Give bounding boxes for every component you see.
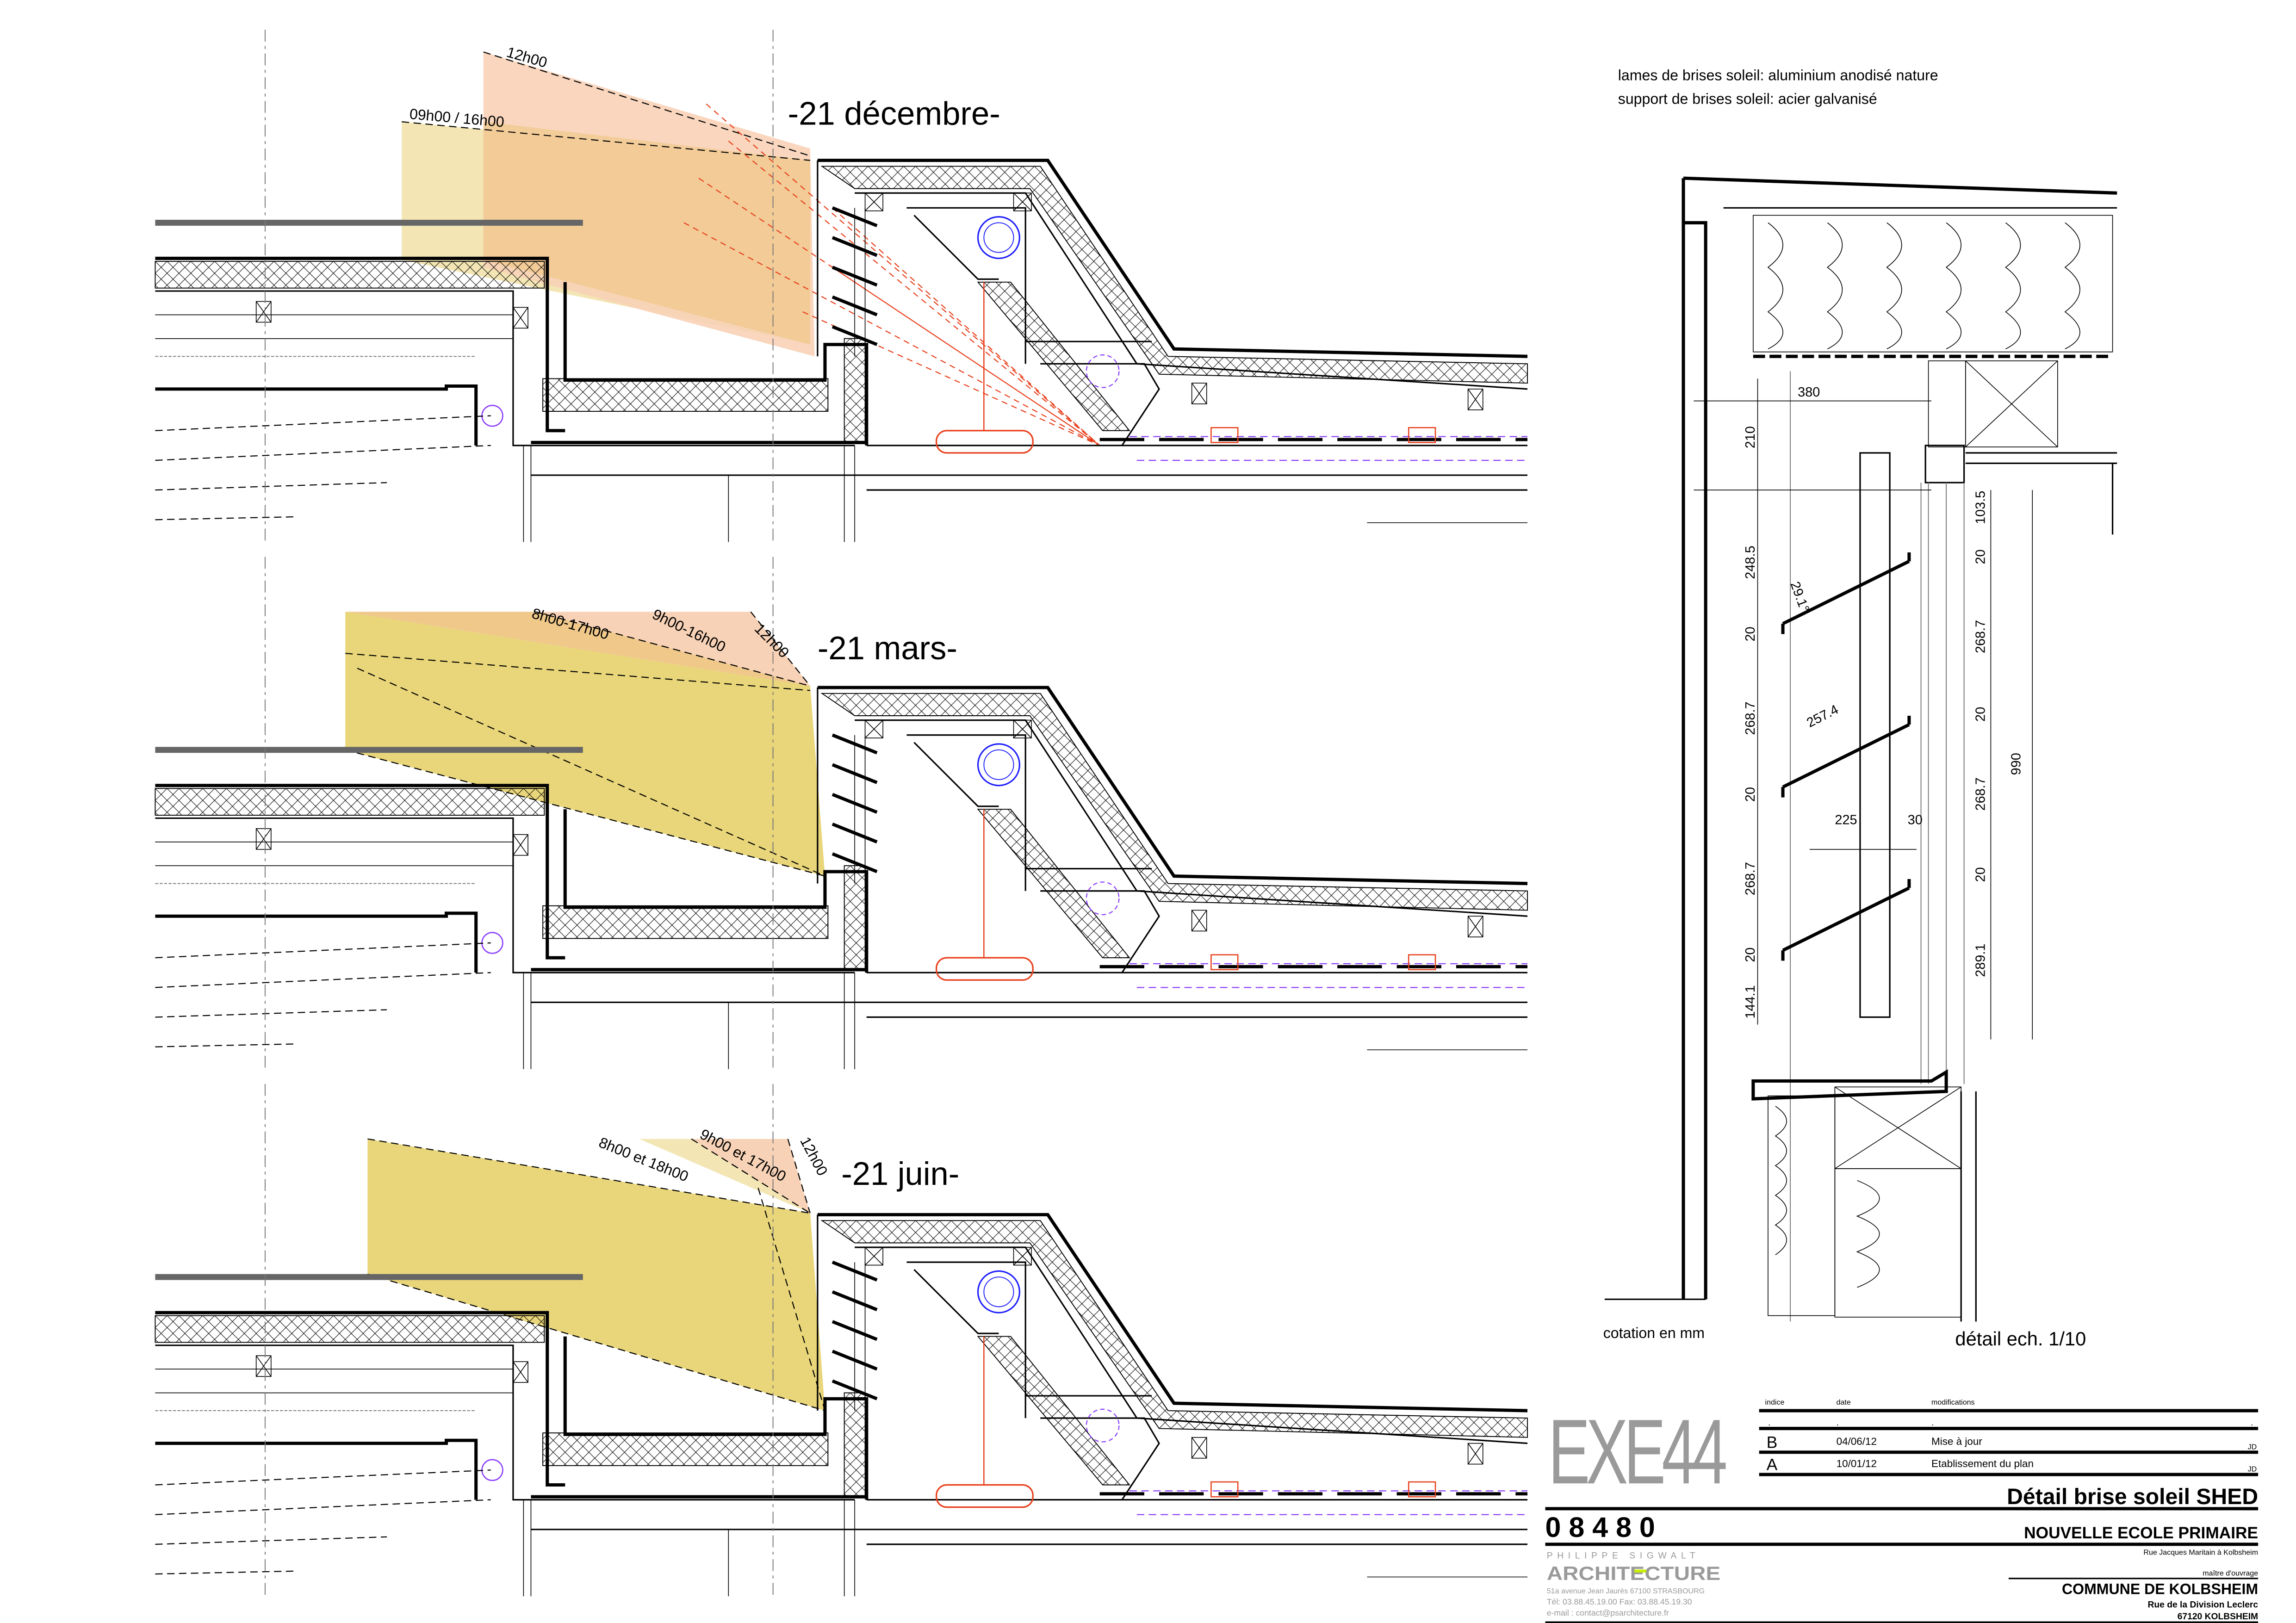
dim-20: 20 [1973,867,1988,882]
section-march: 8h00-17h00 9h00-16h00 12h00 -21 mars- [155,557,1527,1069]
revision-row: . . . . [1768,1418,2253,1428]
dim-210: 210 [1743,426,1758,448]
dim-20: 20 [1973,707,1988,722]
svg-text:51a avenue Jean Jaurès 67100: 51a avenue Jean Jaurès 67100 STRASBOURG [1547,1587,1705,1595]
dim-20: 20 [1973,549,1988,564]
svg-text:04/06/12: 04/06/12 [1837,1436,1877,1447]
section-title: -21 décembre- [788,95,1000,132]
svg-text:JD: JD [2248,1465,2257,1474]
svg-text:PHILIPPE SIGWALT: PHILIPPE SIGWALT [1547,1551,1700,1561]
architect-logo: PHILIPPE SIGWALT ARCHITECTURE 51a avenue… [1547,1551,1721,1617]
dim-268-7: 268.7 [1973,777,1988,811]
dim-268-7: 268.7 [1743,701,1758,735]
project-number: 0 8 4 8 0 [1545,1511,1655,1543]
drawing-title: Détail brise soleil SHED [2007,1484,2258,1509]
scale-note: détail ech. 1/10 [1955,1328,2086,1350]
svg-text:B: B [1767,1433,1778,1451]
dim-380: 380 [1798,385,1820,400]
sun-zone-12h [691,1139,810,1214]
section-title: -21 juin- [841,1155,959,1192]
svg-text:.: . [1768,1418,1770,1428]
dim-slat-width: 257.4 [1804,702,1841,731]
dim-289-1: 289.1 [1973,944,1988,977]
section-title: -21 mars- [818,630,957,666]
section-june: 8h00 et 18h00 9h00 et 17h00 12h00 -21 ju… [155,1084,1527,1596]
units-note: cotation en mm [1603,1325,1705,1341]
dim-20: 20 [1743,787,1758,802]
client-name: COMMUNE DE KOLBSHEIM [2062,1580,2258,1597]
dim-30: 30 [1908,812,1923,827]
dim-144-1: 144.1 [1743,985,1758,1018]
header-modifications: modifications [1931,1398,1975,1406]
svg-text:.: . [1931,1418,1934,1428]
title-block: EXE44 indice date modifications . . . . … [1545,1398,2259,1623]
sun-zone-8h-18h [367,1139,825,1411]
sun-zone-8h-17h [345,612,825,876]
section-december: 12h00 09h00 / 16h00 -21 décembre- [155,30,1527,542]
revision-row: A 10/01/12 Etablissement du plan JD [1767,1456,2257,1474]
dim-268-7: 268.7 [1743,862,1758,895]
dim-20: 20 [1743,948,1758,962]
svg-text:.: . [2251,1418,2253,1428]
svg-text:e-mail : contact@psarchitect: e-mail : contact@psarchitecture.fr [1547,1608,1669,1617]
svg-text:ARCHITECTURE: ARCHITECTURE [1547,1562,1721,1584]
client-street: Rue de la Division Leclerc [2148,1600,2259,1610]
client-city: 67120 KOLBSHEIM [2178,1612,2258,1622]
dim-268-7: 268.7 [1973,620,1988,653]
phase-code: EXE44 [1548,1400,1726,1503]
svg-text:10/01/12: 10/01/12 [1837,1458,1877,1469]
svg-text:Etablissement du plan: Etablissement du plan [1931,1458,2034,1469]
revision-row: B 04/06/12 Mise à jour JD [1767,1433,2257,1451]
client-label: maître d'ouvrage [2203,1569,2258,1577]
header-date: date [1837,1398,1851,1406]
project-name: NOUVELLE ECOLE PRIMAIRE [2024,1524,2258,1542]
svg-text:Mise à jour: Mise à jour [1931,1436,1982,1447]
header-index: indice [1765,1398,1785,1406]
dim-angle: 29.1° [1787,580,1812,614]
dim-total-990: 990 [2009,753,2024,775]
dim-248-5: 248.5 [1743,545,1758,579]
dim-103-5: 103.5 [1973,491,1988,524]
svg-text:JD: JD [2248,1443,2257,1451]
project-address: Rue Jacques Maritain à Kolbsheim [2143,1548,2258,1556]
svg-text:A: A [1767,1456,1778,1474]
svg-text:Tél: 03.88.45.19.00 Fax: 03.: Tél: 03.88.45.19.00 Fax: 03.88.45.19.30 [1547,1597,1692,1606]
dim-20: 20 [1743,626,1758,641]
note-support-material: support de brises soleil: acier galvanis… [1618,91,1877,107]
note-slats-material: lames de brises soleil: aluminium anodis… [1618,67,1938,83]
detail-section: 380 210 248.5 20 268.7 20 268.7 20 144.1… [1603,176,2117,1350]
sun-label: 12h00 [797,1134,831,1178]
svg-text:.: . [1837,1418,1839,1428]
dim-225: 225 [1835,812,1857,827]
